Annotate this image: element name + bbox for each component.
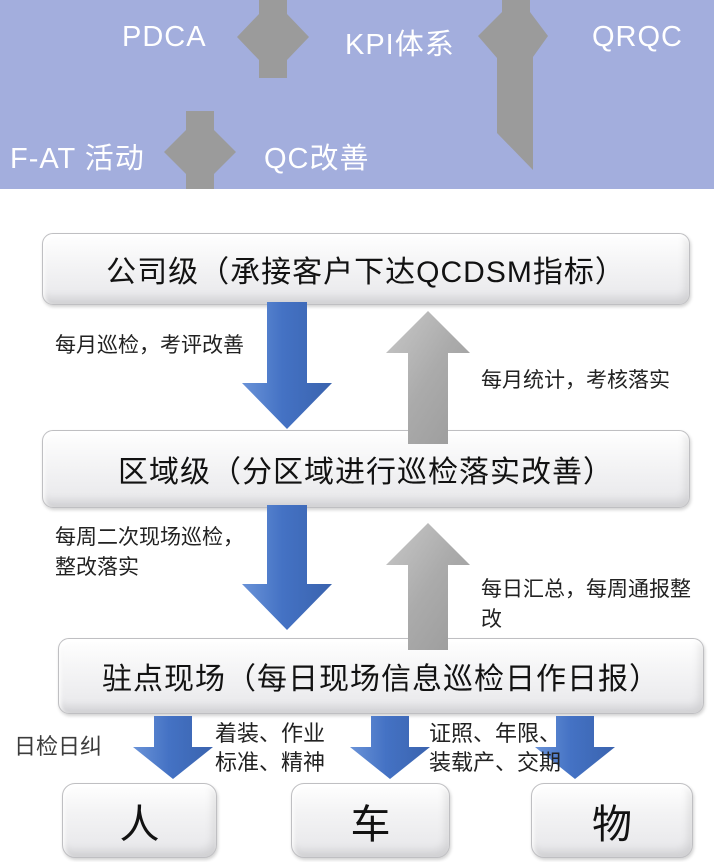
target-box-people: 人: [62, 783, 217, 858]
note-monthly-inspection: 每月巡检，考评改善: [55, 334, 244, 357]
banner-decorative-shapes: [164, 0, 548, 189]
target-box-people-label: 人: [119, 802, 160, 847]
note-daily-summary-line2: 改: [481, 608, 502, 631]
note-people-criteria: 着装、作业 标准、精神: [215, 719, 325, 777]
target-box-vehicle: 车: [291, 783, 450, 858]
method-banner: PDCA KPI体系 QRQC F-AT 活动 QC改善: [0, 0, 714, 189]
note-weekly-inspection-line1: 每周二次现场巡检，: [55, 526, 244, 549]
down-arrow-icon: [242, 302, 332, 429]
level-box-region-title: 区域级（分区域进行巡检落实改善）: [118, 456, 614, 489]
diamond-connector-icon: [237, 0, 309, 78]
note-weekly-inspection-line2: 整改落实: [55, 556, 139, 579]
note-vehicle-criteria-line2: 装载产、交期: [429, 750, 562, 775]
up-arrow-icon: [386, 311, 470, 444]
note-weekly-inspection: 每周二次现场巡检， 整改落实: [55, 523, 244, 583]
note-daily-check: 日检日纠: [14, 734, 103, 759]
banner-item-kpi: KPI体系: [345, 29, 455, 61]
down-arrow-icon: [133, 716, 213, 779]
target-box-goods-label: 物: [592, 802, 632, 847]
note-daily-summary: 每日汇总，每周通报整 改: [481, 575, 691, 635]
down-arrow-icon: [350, 716, 430, 779]
note-vehicle-criteria-line1: 证照、年限、: [429, 721, 562, 746]
note-monthly-statistics: 每月统计，考核落实: [481, 369, 670, 392]
target-box-goods: 物: [531, 783, 693, 858]
level-box-site-title: 驻点现场（每日现场信息巡检日作日报）: [102, 663, 660, 696]
banner-item-qrqc: QRQC: [592, 21, 683, 53]
note-people-criteria-line1: 着装、作业: [215, 721, 326, 746]
note-people-criteria-line2: 标准、精神: [215, 750, 326, 775]
note-daily-summary-line1: 每日汇总，每周通报整: [481, 578, 691, 601]
up-arrow-icon: [386, 523, 470, 650]
level-box-company-title: 公司级（承接客户下达QCDSM指标）: [106, 256, 626, 289]
banner-item-qc: QC改善: [264, 143, 370, 175]
note-vehicle-criteria: 证照、年限、 装载产、交期: [429, 719, 561, 777]
level-box-company: 公司级（承接客户下达QCDSM指标）: [42, 233, 690, 305]
level-box-site: 驻点现场（每日现场信息巡检日作日报）: [58, 638, 704, 714]
diamond-pennant-icon: [478, 0, 548, 170]
banner-item-pdca: PDCA: [122, 21, 207, 53]
banner-item-fat: F-AT 活动: [10, 143, 145, 175]
diamond-connector-icon: [164, 111, 236, 189]
level-box-region: 区域级（分区域进行巡检落实改善）: [42, 430, 690, 508]
target-box-vehicle-label: 车: [350, 802, 391, 847]
down-arrow-icon: [242, 505, 332, 630]
